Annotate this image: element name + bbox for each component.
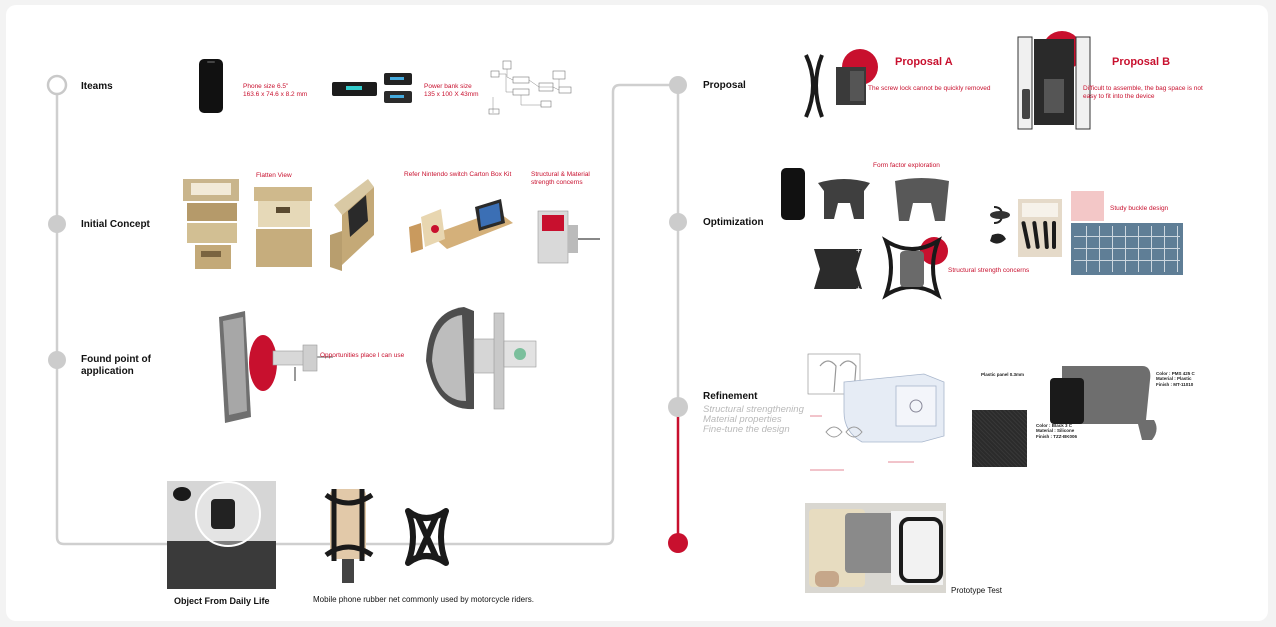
nintendo-reference-note: Refer Nintendo switch Carton Box Kit xyxy=(404,171,512,178)
node-final xyxy=(668,533,688,553)
material-spec-1: Color : PMS 425 C Material : Plastic Fin… xyxy=(1156,371,1195,387)
object-daily-life-caption: Object From Daily Life xyxy=(174,596,270,606)
refinement-drawing xyxy=(807,353,945,471)
form-factor-model-1 xyxy=(818,179,870,219)
motorcycle-photo xyxy=(167,481,276,589)
prototype-photo xyxy=(805,503,946,593)
stage-label-optimization: Optimization xyxy=(703,217,764,228)
structural-concerns-note: Structural & Material strength concerns xyxy=(531,171,590,187)
proposal-b-render xyxy=(1017,31,1091,130)
proposal-b-title: Proposal B xyxy=(1112,56,1171,68)
proposal-a-title: Proposal A xyxy=(895,56,953,68)
power-bank-size-note: Power bank size 135 x 100 X 43mm xyxy=(424,83,479,99)
mount-wireframe-render xyxy=(426,307,537,410)
rubber-net-photos xyxy=(324,489,449,583)
power-bank-image-2 xyxy=(384,73,412,85)
stage-label-initial-concept: Initial Concept xyxy=(81,219,150,230)
buckle-design-grid xyxy=(1071,223,1183,275)
refinement-sub-3: Fine-tune the design xyxy=(703,424,790,435)
buckle-study-icon xyxy=(1071,191,1104,221)
plastic-panel-text: Plastic panel 0.3mm xyxy=(981,372,1025,377)
buckle-sample-card xyxy=(1018,199,1062,257)
node-proposal xyxy=(669,76,687,94)
stage-label-proposal: Proposal xyxy=(703,80,746,91)
structural-strength-note: Structural strength concerns xyxy=(948,267,1030,274)
node-found-point xyxy=(48,351,66,369)
nintendo-carton-kit xyxy=(409,199,513,253)
refinement-sub-1: Structural strengthening xyxy=(703,404,804,415)
proposal-a-render xyxy=(804,49,878,118)
design-process-board: Iteams Initial Concept Found point of ap… xyxy=(6,5,1268,621)
form-factor-model-2 xyxy=(895,178,949,221)
node-refinement xyxy=(668,397,688,417)
timeline-connectors xyxy=(46,74,688,553)
u-connector-line xyxy=(55,83,678,546)
handlebar-mount-render xyxy=(219,311,333,423)
buckle-study-note: Study buckle design xyxy=(1110,205,1169,212)
svg-text:+: + xyxy=(856,246,861,255)
stage-label-found-point: Found point of application xyxy=(81,354,151,377)
proposal-b-note: Difficult to assemble, the bag space is … xyxy=(1083,85,1203,101)
node-initial-concept xyxy=(48,215,66,233)
stage-label-iteams: Iteams xyxy=(81,81,113,92)
material-texture-swatch xyxy=(972,410,1027,467)
flatten-view-note: Flatten View xyxy=(256,172,292,179)
proposal-a-note: The screw lock cannot be quickly removed xyxy=(868,85,991,92)
material-spec-2: Color : Black 3 C Material : Silicone Fi… xyxy=(1036,423,1078,439)
optimization-phone-image xyxy=(781,168,805,220)
power-bank-image-3 xyxy=(384,91,412,103)
phone-image xyxy=(199,59,223,113)
opportunities-note: Opportunities place I can use xyxy=(320,352,405,359)
structural-concept xyxy=(537,210,600,264)
buckle-hook-icons xyxy=(990,206,1010,244)
plastic-panel-note: Plastic panel 0.3mm xyxy=(981,363,1024,381)
stage-label-refinement: Refinement xyxy=(703,391,758,402)
rubber-frame-model: + + xyxy=(814,246,862,293)
carton-concept-1 xyxy=(183,179,239,269)
prototype-caption: Prototype Test xyxy=(951,586,1002,595)
carton-concept-2 xyxy=(254,187,312,267)
node-iteams xyxy=(46,74,68,96)
rubber-net-caption: Mobile phone rubber net commonly used by… xyxy=(313,595,534,604)
structural-model xyxy=(882,236,948,300)
refinement-sub-2: Material properties xyxy=(703,414,782,425)
node-optimization xyxy=(669,213,687,231)
refined-mount-render xyxy=(1050,366,1157,440)
power-bank-image xyxy=(332,82,377,96)
phone-size-note: Phone size 6.5" 163.6 x 74.6 x 8.2 mm xyxy=(243,83,308,99)
svg-text:+: + xyxy=(856,284,861,293)
wiring-schematic xyxy=(488,60,572,115)
form-factor-note: Form factor exploration xyxy=(873,162,940,169)
carton-concept-3 xyxy=(330,179,374,271)
